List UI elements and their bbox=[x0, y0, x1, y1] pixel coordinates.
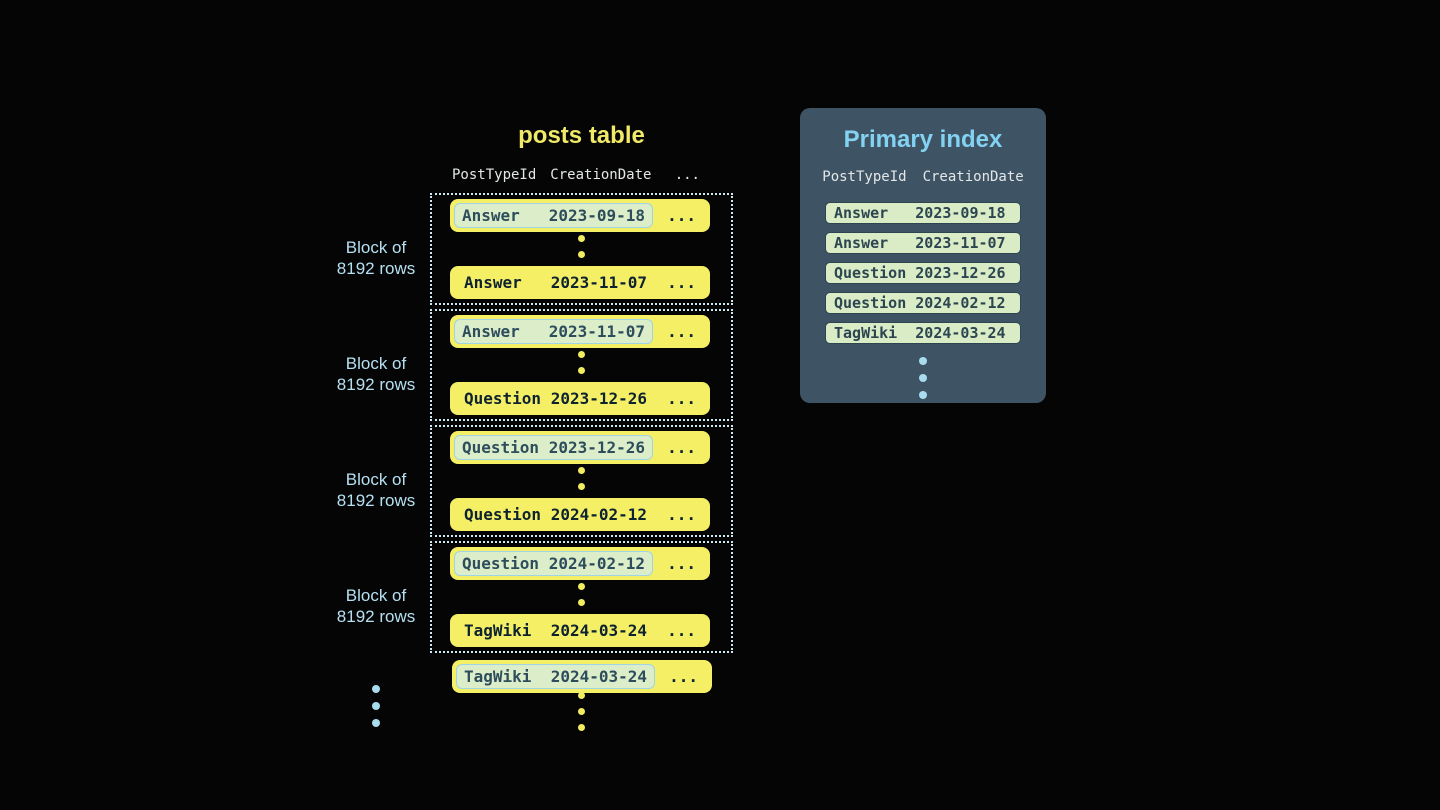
block-3: Question 2023-12-26 ... Question 2024-02… bbox=[430, 425, 733, 537]
row-creationdate: 2023-09-18 bbox=[548, 206, 646, 225]
row-creationdate: 2024-02-12 bbox=[550, 505, 648, 524]
row-posttypeid: TagWiki bbox=[464, 621, 532, 640]
row-posttypeid: Answer bbox=[464, 273, 522, 292]
index-entry: Answer 2023-09-18 bbox=[825, 202, 1021, 224]
row-creationdate: 2024-03-24 bbox=[550, 621, 648, 640]
row-posttypeid: Question bbox=[464, 389, 542, 408]
index-header-posttypeid: PostTypeId bbox=[822, 169, 907, 185]
entry-creationdate: 2023-12-26 bbox=[915, 264, 1006, 282]
block-4-first-row-highlight: Question 2024-02-12 bbox=[454, 551, 654, 576]
block-3-last-row: Question 2024-02-12 ... bbox=[450, 498, 710, 531]
block-1-first-row: Answer 2023-09-18 ... bbox=[450, 199, 710, 232]
row-posttypeid: Question bbox=[462, 554, 540, 573]
block-4-first-row: Question 2024-02-12 ... bbox=[450, 547, 710, 580]
entry-creationdate: 2023-09-18 bbox=[915, 204, 1006, 222]
entry-posttypeid: Answer bbox=[834, 234, 889, 252]
index-entry: TagWiki 2024-03-24 bbox=[825, 322, 1021, 344]
entry-posttypeid: TagWiki bbox=[834, 324, 898, 342]
row-posttypeid: Question bbox=[464, 505, 542, 524]
block-2-first-row-highlight: Answer 2023-11-07 bbox=[454, 319, 654, 344]
row-more-columns: ... bbox=[667, 273, 696, 292]
more-entries-ellipsis-icon bbox=[919, 357, 927, 399]
posts-table-title: posts table bbox=[518, 122, 645, 149]
block-1: Answer 2023-09-18 ... Answer 2023-11-07 … bbox=[430, 193, 733, 305]
entry-creationdate: 2024-03-24 bbox=[915, 324, 1006, 342]
index-entry: Question 2023-12-26 bbox=[825, 262, 1021, 284]
row-more-columns: ... bbox=[667, 621, 696, 640]
more-rows-ellipsis-icon bbox=[578, 692, 585, 731]
row-more-columns: ... bbox=[667, 389, 696, 408]
row-creationdate: 2023-11-07 bbox=[548, 322, 646, 341]
index-entry: Answer 2023-11-07 bbox=[825, 232, 1021, 254]
block-2-label: Block of 8192 rows bbox=[336, 354, 416, 394]
entry-posttypeid: Answer bbox=[834, 204, 889, 222]
entry-posttypeid: Question bbox=[834, 294, 907, 312]
block-1-last-row: Answer 2023-11-07 ... bbox=[450, 266, 710, 299]
entry-posttypeid: Question bbox=[834, 264, 907, 282]
row-creationdate: 2023-11-07 bbox=[550, 273, 648, 292]
row-creationdate: 2023-12-26 bbox=[548, 438, 646, 457]
block-3-first-row-highlight: Question 2023-12-26 bbox=[454, 435, 654, 460]
overflow-row-highlight: TagWiki 2024-03-24 bbox=[456, 664, 656, 689]
posts-table-column-headers: PostTypeId CreationDate ... bbox=[452, 167, 712, 183]
index-header-creationdate: CreationDate bbox=[922, 169, 1024, 185]
row-more-columns: ... bbox=[669, 667, 698, 686]
primary-index-panel: Primary index PostTypeId CreationDate An… bbox=[800, 108, 1046, 403]
block-1-first-row-highlight: Answer 2023-09-18 bbox=[454, 203, 654, 228]
primary-index-title: Primary index bbox=[843, 126, 1003, 153]
block-4-last-row: TagWiki 2024-03-24 ... bbox=[450, 614, 710, 647]
row-more-columns: ... bbox=[667, 505, 696, 524]
row-posttypeid: TagWiki bbox=[464, 667, 532, 686]
row-more-columns: ... bbox=[667, 322, 696, 341]
row-creationdate: 2024-02-12 bbox=[548, 554, 646, 573]
row-creationdate: 2024-03-24 bbox=[550, 667, 648, 686]
block-2: Answer 2023-11-07 ... Question 2023-12-2… bbox=[430, 309, 733, 421]
block-2-last-row: Question 2023-12-26 ... bbox=[450, 382, 710, 415]
index-entry: Question 2024-02-12 bbox=[825, 292, 1021, 314]
row-creationdate: 2023-12-26 bbox=[550, 389, 648, 408]
posts-header-posttypeid: PostTypeId bbox=[452, 167, 537, 183]
index-entries: Answer 2023-09-18 Answer 2023-11-07 Ques… bbox=[825, 202, 1021, 344]
row-more-columns: ... bbox=[667, 206, 696, 225]
block-3-first-row: Question 2023-12-26 ... bbox=[450, 431, 710, 464]
index-column-headers: PostTypeId CreationDate bbox=[800, 169, 1046, 185]
block-3-label: Block of 8192 rows bbox=[336, 470, 416, 510]
row-posttypeid: Answer bbox=[462, 322, 520, 341]
row-more-columns: ... bbox=[667, 438, 696, 457]
block-4: Question 2024-02-12 ... TagWiki 2024-03-… bbox=[430, 541, 733, 653]
posts-header-more-columns: ... bbox=[674, 167, 700, 183]
entry-creationdate: 2023-11-07 bbox=[915, 234, 1006, 252]
block-4-label: Block of 8192 rows bbox=[336, 586, 416, 626]
block-2-first-row: Answer 2023-11-07 ... bbox=[450, 315, 710, 348]
more-blocks-ellipsis-icon bbox=[372, 685, 380, 727]
row-posttypeid: Answer bbox=[462, 206, 520, 225]
posts-header-creationdate: CreationDate bbox=[550, 167, 652, 183]
row-more-columns: ... bbox=[667, 554, 696, 573]
entry-creationdate: 2024-02-12 bbox=[915, 294, 1006, 312]
row-posttypeid: Question bbox=[462, 438, 540, 457]
overflow-row: TagWiki 2024-03-24 ... bbox=[452, 660, 712, 693]
block-1-label: Block of 8192 rows bbox=[336, 238, 416, 278]
